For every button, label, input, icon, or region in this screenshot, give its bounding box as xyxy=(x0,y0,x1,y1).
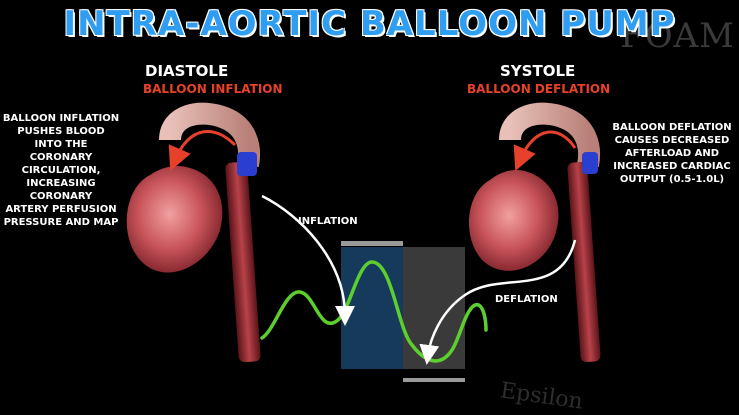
diastole-description-line: PUSHES BLOOD INTO THE xyxy=(17,126,105,150)
inflation-arrow xyxy=(261,194,355,326)
systole-aortic-arch xyxy=(499,102,600,168)
systole-heart-illustration xyxy=(469,102,601,363)
systole-heart-body xyxy=(469,169,559,271)
watermark-foam: FOAM xyxy=(620,16,735,56)
inflation-arrow-label: INFLATION xyxy=(298,216,358,227)
diagram-title: INTRA-AORTIC BALLOON PUMP xyxy=(63,4,676,44)
diastole-label: DIASTOLE xyxy=(145,62,229,80)
diastole-descending-aorta xyxy=(225,161,261,363)
systole-description-line: OUTPUT (0.5-1.0L) xyxy=(619,174,725,185)
inflation-panel xyxy=(341,247,403,369)
systole-label: SYSTOLE xyxy=(500,62,576,80)
systole-description-line: AFTERLOAD AND xyxy=(624,148,720,159)
diastole-heart-body xyxy=(126,165,223,273)
systole-description-line: INCREASED CARDIAC xyxy=(613,161,731,172)
diastole-sublabel: BALLOON INFLATION xyxy=(143,82,283,96)
deflation-arrow-label: DEFLATION xyxy=(495,294,558,305)
systole-descending-aorta xyxy=(567,161,601,363)
diastole-description-line: ARTERY PERFUSION xyxy=(5,204,117,215)
systole-sublabel: BALLOON DEFLATION xyxy=(467,82,611,96)
systole-description-line: BALLOON DEFLATION xyxy=(612,122,732,133)
diastole-aortic-arch xyxy=(159,102,260,168)
systole-balloon-deflated xyxy=(582,152,598,174)
diastole-rotation-arrow xyxy=(168,130,237,172)
diastole-description-line: CORONARY CIRCULATION, xyxy=(21,152,101,176)
deflation-panel xyxy=(403,247,465,369)
diastole-description-line: BALLOON INFLATION xyxy=(2,113,120,124)
arterial-pressure-waveform xyxy=(260,260,488,363)
diastole-description-line: INCREASING CORONARY xyxy=(26,178,96,202)
diastole-balloon-inflated xyxy=(237,152,257,176)
deflation-arrow xyxy=(419,239,577,365)
diastole-heart-illustration xyxy=(126,102,261,363)
inflation-panel-cap xyxy=(341,241,403,246)
systole-description-line: CAUSES DECREASED xyxy=(614,135,730,146)
systole-description: BALLOON DEFLATION CAUSES DECREASED AFTER… xyxy=(608,121,736,186)
diastole-description: BALLOON INFLATION PUSHES BLOOD INTO THE … xyxy=(2,112,120,229)
diastole-description-line: PRESSURE AND MAP xyxy=(3,217,119,228)
deflation-panel-base xyxy=(403,378,465,382)
systole-rotation-arrow xyxy=(513,130,577,172)
